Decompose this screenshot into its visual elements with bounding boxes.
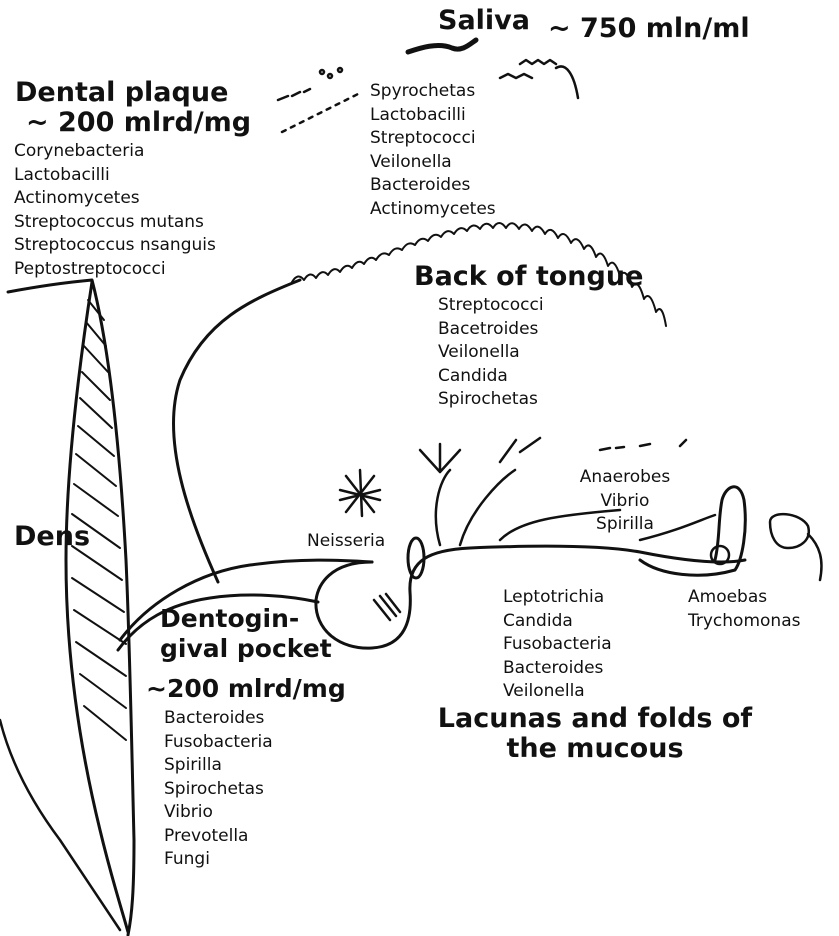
organism-name: Bacteroides — [503, 657, 612, 681]
saliva-count: ~ 750 mln/ml — [548, 14, 750, 44]
pocket-organism-list: Bacteroides Fusobacteria Spirilla Spiroc… — [164, 707, 273, 872]
organism-name: Streptococci — [370, 127, 496, 151]
organism-name: Spyrochetas — [370, 80, 496, 104]
organism-name: Spirilla — [570, 513, 680, 537]
mucous-title-line2: the mucous — [420, 734, 770, 764]
organism-name: Streptococci — [438, 294, 544, 318]
anaerobes-list: Anaerobes Vibrio Spirilla — [570, 466, 680, 537]
dental-plaque-organism-list: Corynebacteria Lactobacilli Actinomycete… — [14, 140, 216, 281]
organism-name: Spirilla — [164, 754, 273, 778]
organism-name: Vibrio — [570, 490, 680, 514]
organism-name: Actinomycetes — [370, 198, 496, 222]
organism-name: Amoebas — [688, 586, 800, 610]
neisseria-label: Neisseria — [307, 530, 385, 554]
organism-name: Anaerobes — [570, 466, 680, 490]
saliva-organism-list: Spyrochetas Lactobacilli Streptococci Ve… — [370, 80, 496, 221]
gum-left-contour — [0, 720, 120, 930]
tooth-inner-edge — [66, 282, 128, 932]
organism-name: Bacteroides — [370, 174, 496, 198]
organism-name: Bacetroides — [438, 318, 544, 342]
amoebas-list: Amoebas Trychomonas — [688, 586, 800, 633]
organism-name: Bacteroides — [164, 707, 273, 731]
lacuna-opening — [408, 538, 424, 578]
tongue-title: Back of tongue — [414, 262, 643, 292]
organism-name: Prevotella — [164, 825, 273, 849]
organism-name: Fusobacteria — [164, 731, 273, 755]
organism-name: Lactobacilli — [370, 104, 496, 128]
dental-plaque-title: Dental plaque — [15, 78, 228, 108]
organism-name: Veilonella — [438, 341, 544, 365]
organism-name: Streptococcus mutans — [14, 211, 216, 235]
organism-name: Veilonella — [370, 151, 496, 175]
organism-name: Actinomycetes — [14, 187, 216, 211]
tooth-outline — [8, 280, 134, 935]
pocket-title-line1: Dentogin- — [160, 604, 299, 634]
tongue-organism-list: Streptococci Bacetroides Veilonella Cand… — [438, 294, 544, 412]
organism-name: Streptococcus nsanguis — [14, 234, 216, 258]
organism-name: Spirochetas — [438, 388, 544, 412]
organism-name: Fungi — [164, 848, 273, 872]
tongue-body-curve — [174, 280, 300, 582]
organism-name: Leptotrichia — [503, 586, 612, 610]
saliva-title: Saliva — [438, 6, 530, 36]
organism-name: Fusobacteria — [503, 633, 612, 657]
mucous-title-line1: Lacunas and folds of — [420, 704, 770, 734]
trichomonas-cell — [770, 514, 822, 580]
organism-name: Vibrio — [164, 801, 273, 825]
organism-name: Peptostreptococci — [14, 258, 216, 282]
dental-plaque-count: ~ 200 mlrd/mg — [26, 108, 251, 138]
mucous-organism-list: Leptotrichia Candida Fusobacteria Bacter… — [503, 586, 612, 704]
organism-name: Veilonella — [503, 680, 612, 704]
pocket-count: ~200 mlrd/mg — [146, 674, 346, 704]
organism-name: Corynebacteria — [14, 140, 216, 164]
pocket-title-line2: gival pocket — [160, 634, 332, 664]
organism-name: Candida — [438, 365, 544, 389]
organism-name: Lactobacilli — [14, 164, 216, 188]
organism-name: Trychomonas — [688, 610, 800, 634]
organism-name: Spirochetas — [164, 778, 273, 802]
mucous-title: Lacunas and folds of the mucous — [420, 704, 770, 764]
dens-label: Dens — [14, 522, 90, 552]
organism-name: Candida — [503, 610, 612, 634]
